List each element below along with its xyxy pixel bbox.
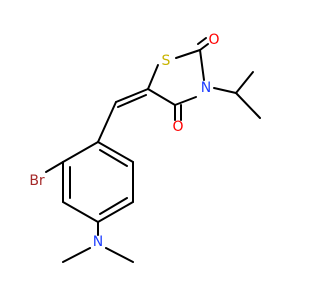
atom-br: Br bbox=[29, 173, 45, 189]
bond-ar-br bbox=[45, 161, 64, 173]
bond-n-me1 bbox=[62, 247, 91, 263]
bond-c2-n bbox=[199, 49, 205, 81]
atom-n-ring: N bbox=[201, 80, 211, 96]
bond-ar-1 bbox=[62, 141, 99, 163]
atom-s: S bbox=[162, 53, 171, 69]
background bbox=[0, 0, 300, 300]
bond-ar-6 bbox=[97, 141, 134, 163]
bond-ar-3 bbox=[62, 201, 99, 223]
bond-c4-c5 bbox=[147, 88, 176, 106]
bond-c5-ch-double bbox=[117, 94, 147, 108]
bond-ar-inner-3 bbox=[99, 197, 128, 215]
atom-o-top: O bbox=[208, 32, 219, 48]
bond-ch-ar bbox=[97, 101, 117, 143]
bond-c2-o-double bbox=[197, 37, 207, 45]
bond-ar-inner-1 bbox=[99, 149, 128, 167]
bond-c2-o bbox=[199, 43, 209, 51]
bond-c5-s bbox=[147, 64, 159, 90]
bond-ipr-me1 bbox=[235, 71, 254, 94]
bond-n-ipr bbox=[213, 87, 237, 94]
bond-c5-ch bbox=[115, 88, 149, 103]
atom-labels: S N O O Br N bbox=[29, 32, 219, 250]
bond-n-c4 bbox=[174, 96, 197, 106]
bond-ar-4 bbox=[97, 201, 134, 223]
bond-ipr-me2 bbox=[235, 92, 261, 119]
bond-s-c2 bbox=[175, 49, 201, 59]
bonds bbox=[45, 37, 261, 263]
molecule-structure: S N O O Br N bbox=[0, 0, 300, 300]
bond-n-me2 bbox=[105, 247, 134, 263]
atom-o-lower: O bbox=[172, 119, 183, 135]
atom-n-amine: N bbox=[93, 234, 103, 250]
